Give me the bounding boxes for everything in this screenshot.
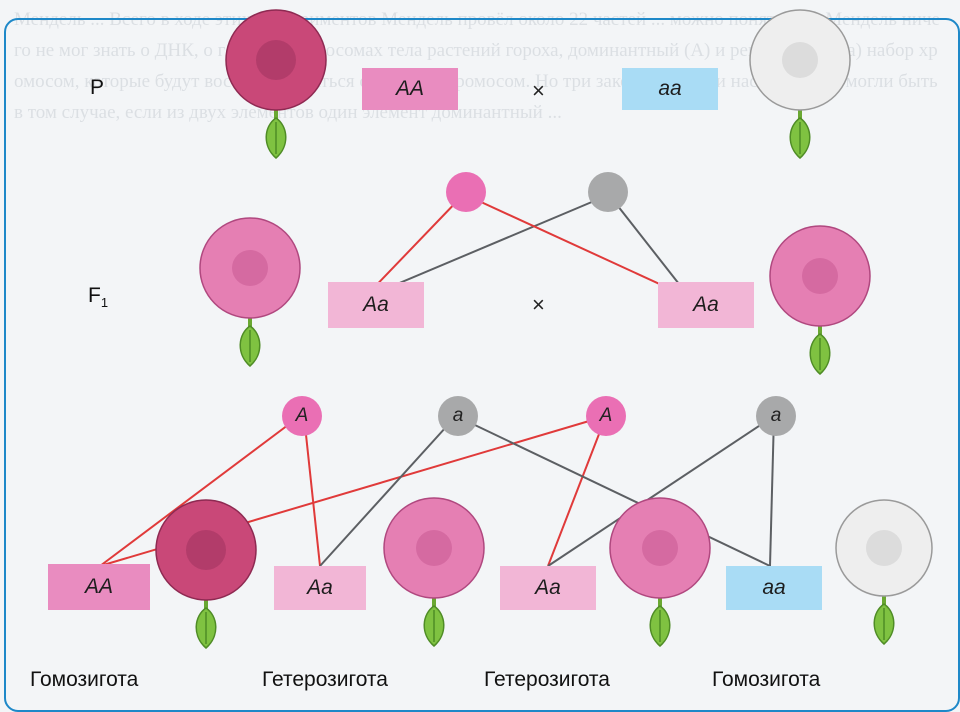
f1-pink-flower-right-icon <box>769 225 871 375</box>
f2-pink-flower-1-icon <box>383 497 485 647</box>
parent-white-flower-icon <box>749 9 851 159</box>
line-A2-to-Aa2 <box>547 415 607 567</box>
f1-gamete-1: A <box>282 396 322 436</box>
offspring-label-4: Гомозигота <box>712 668 821 691</box>
offspring-label-3: Гетерозигота <box>484 668 610 691</box>
offspring-label-1: Гомозигота <box>30 668 139 691</box>
parent-gamete-A <box>446 172 486 212</box>
line-a1-to-aa <box>455 415 771 567</box>
f1-gamete-3: A <box>586 396 626 436</box>
cross-symbol-f1: × <box>532 292 545 317</box>
line-a2-to-aa <box>769 415 775 567</box>
line-a2-to-Aa2 <box>547 415 775 567</box>
parent-gamete-a <box>588 172 628 212</box>
cross-symbol-p: × <box>532 78 545 103</box>
line-A-to-F1-right <box>467 195 691 299</box>
line-a1-to-Aa1 <box>319 415 457 567</box>
parent-genotype-aa: aa <box>622 68 718 110</box>
line-AA-to-gamete-A <box>363 195 463 299</box>
f2-genotype-3: Aa <box>500 566 596 610</box>
f1-pink-flower-left-icon <box>199 217 301 367</box>
line-aa-to-F1-left <box>363 195 607 299</box>
parent-red-flower-icon <box>225 9 327 159</box>
f1-gamete-4: a <box>756 396 796 436</box>
line-A1-to-AA <box>99 415 301 567</box>
f2-red-flower-icon <box>155 499 257 649</box>
line-A1-to-Aa1 <box>303 415 321 567</box>
f2-genotype-2: Aa <box>274 566 366 610</box>
offspring-label-2: Гетерозигота <box>262 668 388 691</box>
f2-genotype-1: AA <box>48 564 150 610</box>
f1-gamete-2: a <box>438 396 478 436</box>
parent-genotype-AA: AA <box>362 68 458 110</box>
generation-label-f1: F1 <box>88 284 109 311</box>
f2-white-flower-icon <box>835 499 933 645</box>
f1-genotype-right: Aa <box>658 282 754 328</box>
f1-genotype-left: Aa <box>328 282 424 328</box>
generation-label-p: P <box>90 76 105 99</box>
f2-pink-flower-2-icon <box>609 497 711 647</box>
line-a-to-F1-right <box>609 195 691 299</box>
f2-genotype-4: aa <box>726 566 822 610</box>
